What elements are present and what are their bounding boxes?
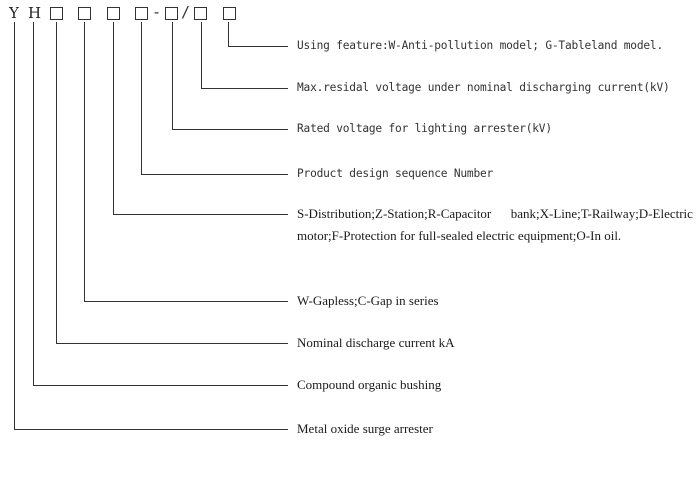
connector-horizontal-slot-7 <box>228 46 288 47</box>
connector-horizontal-h <box>33 385 288 386</box>
connector-horizontal-slot-1 <box>56 343 288 344</box>
connector-horizontal-slot-2 <box>84 301 288 302</box>
legend-using-feature: Using feature:W-Anti-pollution model; G-… <box>297 39 663 52</box>
legend-bushing: Compound organic bushing <box>297 377 442 392</box>
code-separator-dash: - <box>152 3 162 21</box>
legend-nominal-discharge-current: Nominal discharge current kA <box>297 335 455 350</box>
connector-horizontal-slot-6 <box>201 88 288 89</box>
connector-vertical-slot-2 <box>84 22 85 302</box>
connector-horizontal-y <box>14 429 288 430</box>
connector-horizontal-slot-3 <box>113 214 288 215</box>
code-slot-5 <box>165 7 178 20</box>
code-separator-slash: / <box>181 3 191 21</box>
connector-vertical-slot-3 <box>113 22 114 215</box>
connector-vertical-slot-6 <box>201 22 202 89</box>
legend-design-sequence: Product design sequence Number <box>297 167 494 180</box>
code-slot-2 <box>78 7 91 20</box>
legend-gap-structure: W-Gapless;C-Gap in series <box>297 293 439 308</box>
code-slot-7 <box>223 7 236 20</box>
code-slot-4 <box>135 7 148 20</box>
connector-horizontal-slot-5 <box>172 129 288 130</box>
code-letter-h: H <box>28 4 42 22</box>
legend-arrester-type: Metal oxide surge arrester <box>297 421 433 436</box>
code-letter-y: Y <box>9 4 19 22</box>
connector-vertical-y <box>14 22 15 430</box>
connector-horizontal-slot-4 <box>141 174 288 175</box>
connector-vertical-slot-7 <box>228 22 229 47</box>
connector-vertical-slot-5 <box>172 22 173 130</box>
connector-vertical-slot-4 <box>141 22 142 175</box>
legend-max-residual-voltage: Max.residal voltage under nominal discha… <box>297 81 670 94</box>
code-slot-3 <box>107 7 120 20</box>
connector-vertical-slot-1 <box>56 22 57 344</box>
legend-application-type: S-Distribution;Z-Station;R-Capacitor ban… <box>297 206 697 243</box>
legend-rated-voltage: Rated voltage for lighting arrester(kV) <box>297 122 552 135</box>
connector-vertical-h <box>33 22 34 386</box>
code-slot-1 <box>50 7 63 20</box>
code-slot-6 <box>194 7 207 20</box>
